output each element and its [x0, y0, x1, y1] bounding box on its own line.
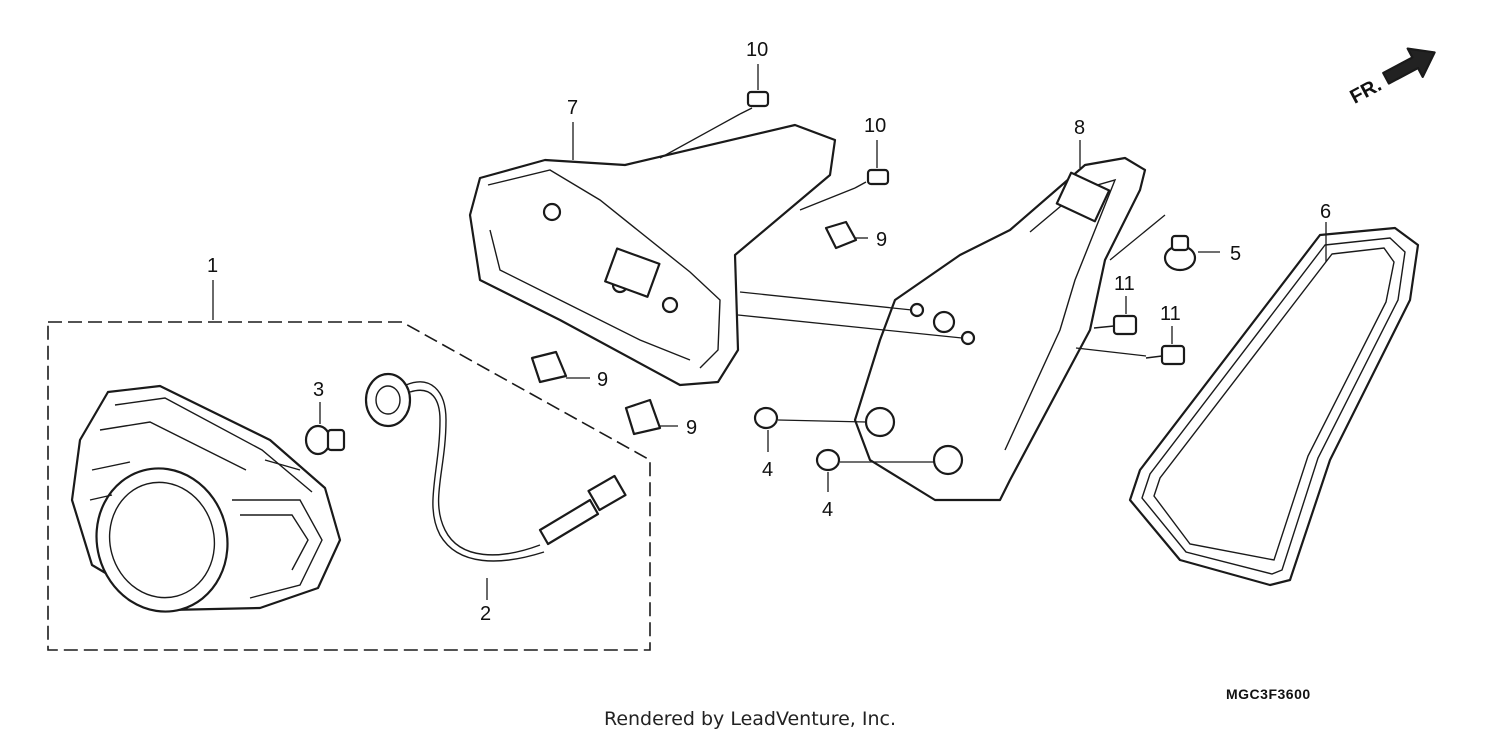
callout-2: 2 [480, 603, 491, 625]
alignment-line-lower [737, 314, 963, 339]
callout-10b: 10 [864, 115, 886, 137]
callout-4a: 4 [762, 459, 773, 481]
callout-9b: 9 [597, 369, 608, 391]
footer-credit: Rendered by LeadVenture, Inc. [603, 708, 897, 730]
callout-1: 1 [207, 255, 218, 277]
bolt-lower [1075, 326, 1186, 366]
drawing-code: MGC3F3600 [1226, 686, 1311, 702]
taillight-unit [70, 384, 342, 613]
clip-upper [824, 220, 868, 250]
bolt-upper [1093, 296, 1138, 336]
callout-8: 8 [1074, 117, 1085, 139]
callout-7: 7 [567, 97, 578, 119]
alignment-line-upper [739, 291, 913, 311]
callout-10a: 10 [746, 39, 768, 61]
callout-5: 5 [1230, 243, 1241, 265]
callout-9a: 9 [876, 229, 887, 251]
rubber-stopper [1109, 214, 1220, 272]
callout-11b: 11 [1160, 303, 1181, 325]
front-direction-arrow: FR. [1347, 47, 1436, 109]
screw-right [799, 140, 890, 211]
mounting-bracket [853, 140, 1147, 502]
callout-9c: 9 [686, 417, 697, 439]
grommet-upper [753, 406, 867, 452]
socket-harness [364, 372, 627, 600]
assembly-boundary-box [47, 321, 651, 651]
clip-lower [624, 398, 678, 436]
callout-4b: 4 [822, 499, 833, 521]
callout-6: 6 [1320, 201, 1331, 223]
screw-upper [659, 64, 770, 159]
clip-middle [530, 350, 590, 384]
bulb [304, 402, 346, 456]
front-direction-label: FR. [1347, 74, 1386, 109]
callout-3: 3 [313, 379, 324, 401]
grommet-lower [815, 448, 934, 492]
lens-seal [1128, 222, 1420, 587]
callout-11a: 11 [1114, 273, 1135, 295]
upper-housing [468, 123, 837, 387]
